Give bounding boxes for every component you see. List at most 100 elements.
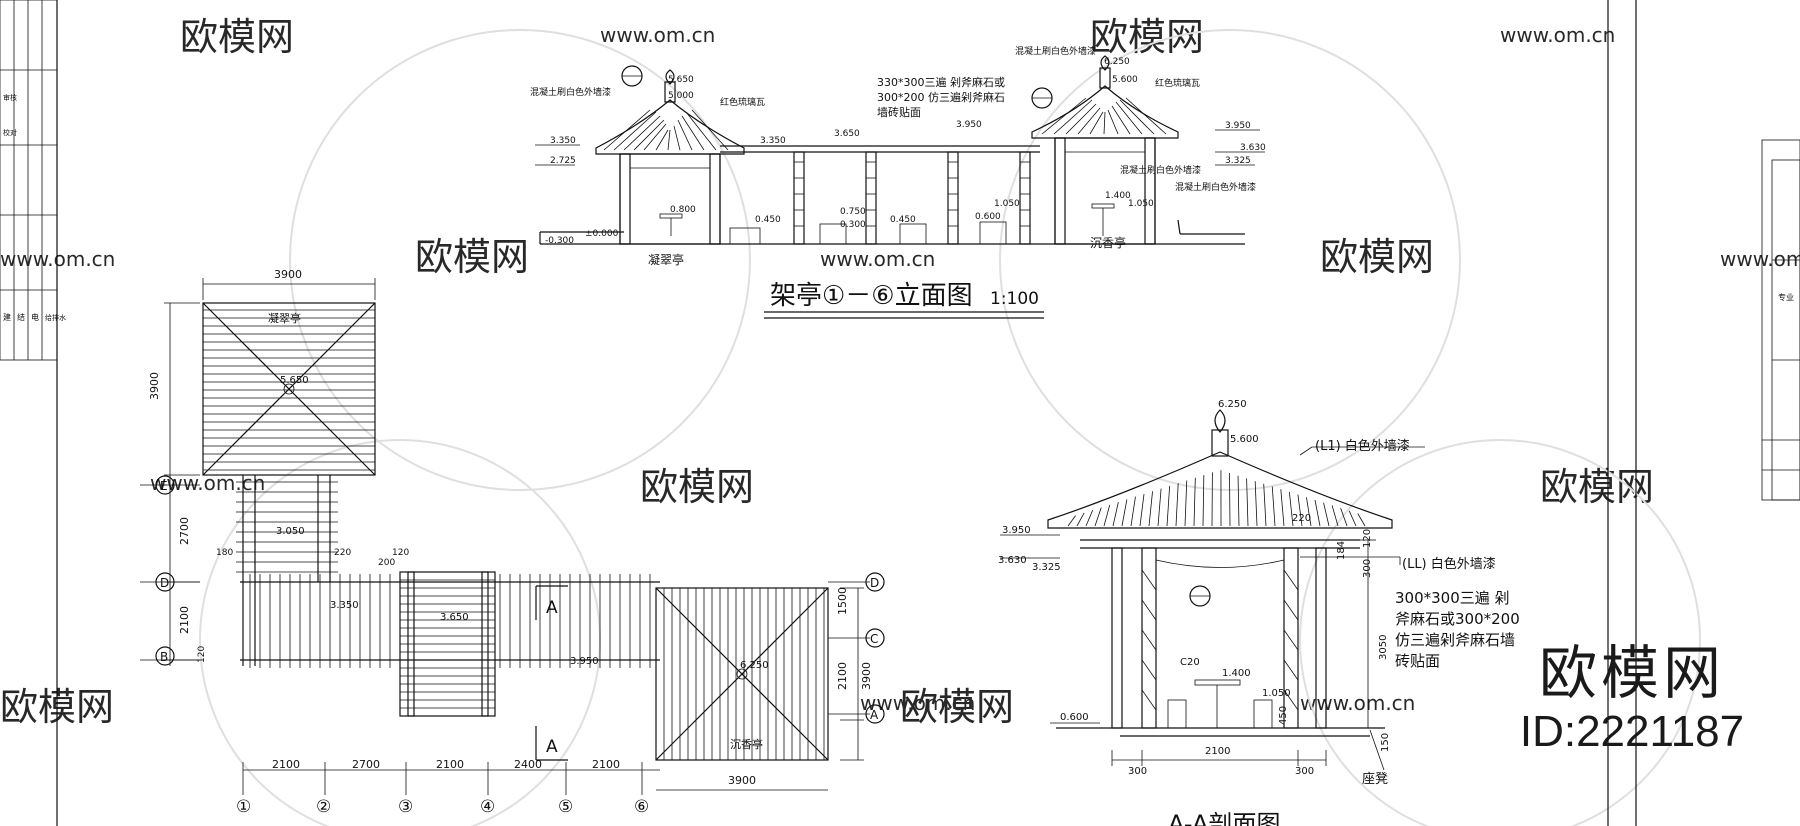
elevation-pavilion-right-label: 沉香亭: [1090, 235, 1126, 250]
level-mark: 1.050: [994, 199, 1020, 209]
section-note: C20: [1180, 657, 1200, 668]
elevation-pergola: [720, 145, 1040, 245]
section-note: (L1) 白色外墙漆: [1315, 438, 1410, 454]
hatch-line: [1297, 494, 1303, 527]
hatch-line: [1076, 512, 1085, 527]
left-title-panel: 建 结 电 给排水 审核 校对: [0, 0, 66, 361]
axis-label: A: [870, 708, 879, 722]
level-mark: 0.800: [670, 205, 696, 215]
elevation-pavilion-left-label: 凝翠亭: [648, 252, 684, 267]
section-note: 座凳: [1362, 771, 1388, 787]
dim-text: 450: [1278, 706, 1289, 725]
hatch-line: [1357, 513, 1366, 527]
section-callout-b: [621, 65, 643, 87]
level-mark: 0.750: [840, 207, 866, 217]
axis-bubble: E: [155, 475, 175, 495]
level-mark: -0.300: [545, 236, 574, 246]
hatch-line: [1112, 502, 1119, 527]
level-mark: 3.325: [1032, 562, 1061, 573]
watermark-url: www.om.cn: [1500, 23, 1615, 47]
watermark-text: 欧模网: [1320, 235, 1434, 279]
elevation-right-pavilion: [1031, 55, 1245, 245]
dim-text: 2700: [178, 517, 191, 545]
hatch-line: [1166, 485, 1171, 527]
elevation-note: 红色琉璃瓦: [1155, 77, 1200, 89]
dim-text: 1500: [836, 587, 849, 615]
level-mark: 3.950: [1225, 121, 1251, 131]
hatch-line: [1288, 491, 1294, 527]
level-mark: 5.600: [1112, 75, 1138, 85]
level-mark: 5.600: [1230, 434, 1259, 445]
dim-text: 2100: [592, 758, 620, 771]
hatch-line: [1193, 477, 1196, 527]
section-mark: A: [546, 598, 558, 618]
level-mark: 3.350: [760, 136, 786, 146]
elevation-note: 混凝土刷白色外墙漆: [1015, 45, 1096, 57]
watermark-text: 欧模网: [640, 465, 754, 509]
dim-text: 184: [1336, 541, 1347, 560]
hatch-line: [1340, 507, 1348, 527]
plan-drawing: 凝翠亭 5.650 3.050 3.350 3.650 3.950: [140, 268, 885, 817]
level-mark: 3.950: [956, 120, 982, 130]
section-mark: A: [546, 737, 558, 757]
hatch-line: [1157, 488, 1162, 527]
hatch-line: [1280, 489, 1285, 527]
hatch-line: [1348, 510, 1357, 527]
panel-text: 校对: [3, 128, 17, 137]
level-mark: 3.630: [998, 555, 1027, 566]
axis-column-label: ①: [236, 797, 251, 817]
level-mark: 0.450: [890, 215, 916, 225]
hatch-line: [1139, 493, 1145, 527]
elevation-scale: 1:100: [990, 289, 1039, 309]
panel-text: 建: [3, 312, 11, 322]
section-title: A-A剖面图: [1168, 810, 1280, 826]
dim-text: 2700: [352, 758, 380, 771]
level-mark: 3.630: [1240, 143, 1266, 153]
hatch-line: [1067, 515, 1076, 527]
watermark-text: 欧模网: [1090, 15, 1204, 59]
dim-text: 3050: [1378, 635, 1389, 660]
plan-horizontal-pergola: 3.350 3.650 3.950: [240, 571, 660, 717]
axis-column-label: ⑤: [558, 797, 573, 817]
hatch-line: [1130, 496, 1136, 527]
axis-bubble: C: [865, 628, 885, 648]
dim-text: 3900: [148, 372, 161, 400]
axis-label: E: [160, 479, 168, 493]
section-note: 仿三遍剁斧麻石墙: [1395, 631, 1515, 649]
dim-text: 3900: [728, 774, 756, 787]
level-mark: 0.450: [755, 215, 781, 225]
level-mark: 0.600: [975, 212, 1001, 222]
panel-text: 给排水: [45, 313, 66, 322]
section-callout-a: [1031, 87, 1053, 109]
plan-pavilion-label: 凝翠亭: [268, 311, 301, 325]
elevation-note: 330*300三遍 剁斧麻石或: [877, 75, 1005, 89]
section-note: 砖贴面: [1395, 652, 1440, 670]
hatch-line: [1331, 505, 1339, 527]
level-mark: 3.950: [1002, 525, 1031, 536]
level-mark: 0.300: [840, 220, 866, 230]
axis-label: D: [870, 576, 879, 590]
dim-text: 120: [392, 548, 409, 558]
watermark-text: 欧模网: [415, 235, 529, 279]
axis-bubble: B: [155, 646, 175, 666]
watermark-url: www.om.cn: [820, 247, 935, 271]
elevation-note: 混凝土刷白色外墙漆: [1175, 181, 1256, 193]
plan-level: 3.050: [276, 526, 305, 537]
level-mark: 5.000: [668, 91, 694, 101]
level-mark: 3.325: [1225, 156, 1251, 166]
level-mark: 5.650: [668, 75, 694, 85]
hatch-line: [1148, 491, 1153, 527]
section-drawing: 6.250 5.600 3.950 3.630 3.325 1.400 1.05…: [998, 399, 1520, 826]
level-mark: 0.600: [1060, 712, 1089, 723]
hatch-line: [1323, 502, 1330, 527]
dim-text: 220: [334, 548, 351, 558]
panel-text: 审核: [3, 93, 17, 102]
hatch-line: [1306, 497, 1312, 527]
dim-text: 3900: [274, 268, 302, 281]
axis-column-label: ④: [480, 797, 495, 817]
elevation-note: 300*200 仿三遍剁斧麻石: [877, 90, 1005, 104]
plan-level: 3.650: [440, 612, 469, 623]
level-mark: 1.400: [1105, 191, 1131, 201]
axis-label: C: [870, 632, 878, 646]
